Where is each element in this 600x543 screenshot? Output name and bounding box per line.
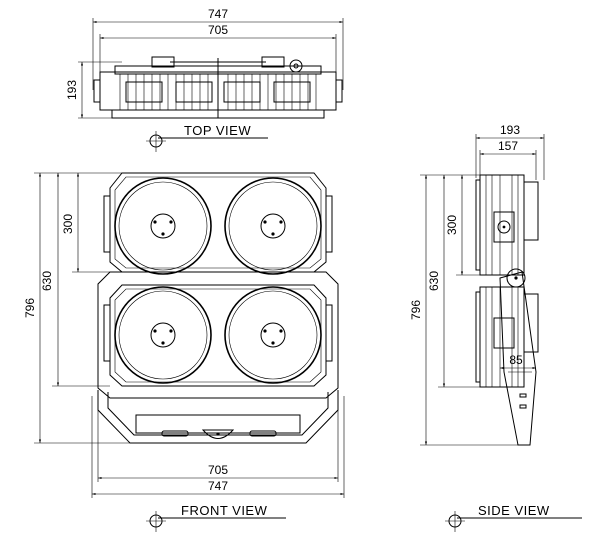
side-dim-630-text: 630: [427, 271, 441, 291]
side-dim-300-text: 300: [445, 215, 459, 235]
top-view-body: [93, 56, 343, 119]
front-dim-747: 747: [91, 396, 345, 498]
front-dim-300: 300: [61, 172, 122, 273]
front-lower-module: [97, 271, 339, 399]
front-dim-705-text: 705: [208, 463, 228, 477]
top-view-label: TOP VIEW: [184, 123, 251, 138]
front-dim-630: 630: [40, 172, 110, 387]
front-dim-630-text: 630: [40, 271, 54, 291]
side-dim-85-text: 85: [509, 353, 523, 367]
lamp-bottom-right: [224, 286, 322, 384]
side-dim-157-text: 157: [498, 139, 518, 153]
front-dim-300-text: 300: [61, 214, 75, 234]
top-view-label-group: TOP VIEW: [146, 123, 268, 152]
side-lower-module: [475, 286, 539, 388]
top-view-fins: [119, 74, 317, 110]
front-dim-796-text: 796: [23, 298, 37, 318]
lamp-top-right: [224, 177, 322, 275]
top-dim-747-text: 747: [208, 7, 228, 21]
front-dim-705: 705: [97, 400, 339, 482]
front-view-label-group: FRONT VIEW: [146, 503, 286, 532]
side-view: 193 157 300 630 796: [409, 123, 582, 532]
side-dim-157: 157: [479, 139, 537, 180]
side-dim-796: 796: [409, 174, 518, 446]
side-dim-85: 85: [500, 353, 536, 370]
top-dim-193-text: 193: [65, 80, 79, 100]
side-dim-193: 193: [475, 123, 545, 180]
side-dim-300: 300: [445, 174, 480, 276]
front-upper-module: [103, 172, 333, 273]
side-dim-796-text: 796: [409, 300, 423, 320]
side-view-label-group: SIDE VIEW: [445, 503, 582, 532]
front-dim-796: 796: [23, 172, 130, 444]
lamp-bottom-left: [114, 286, 212, 384]
side-dim-630: 630: [427, 174, 480, 388]
front-dim-747-text: 747: [208, 479, 228, 493]
side-bracket: [499, 268, 537, 446]
side-upper-module: [475, 174, 539, 276]
front-view-label: FRONT VIEW: [181, 503, 268, 518]
top-view: 747 705 193: [65, 7, 344, 152]
lamp-top-left: [114, 177, 212, 275]
side-view-label: SIDE VIEW: [478, 503, 550, 518]
top-dim-747: 747: [92, 7, 344, 90]
side-dim-193-text: 193: [500, 123, 520, 137]
front-view: 300 630 796 705 747: [23, 172, 345, 532]
top-dim-705-text: 705: [208, 23, 228, 37]
